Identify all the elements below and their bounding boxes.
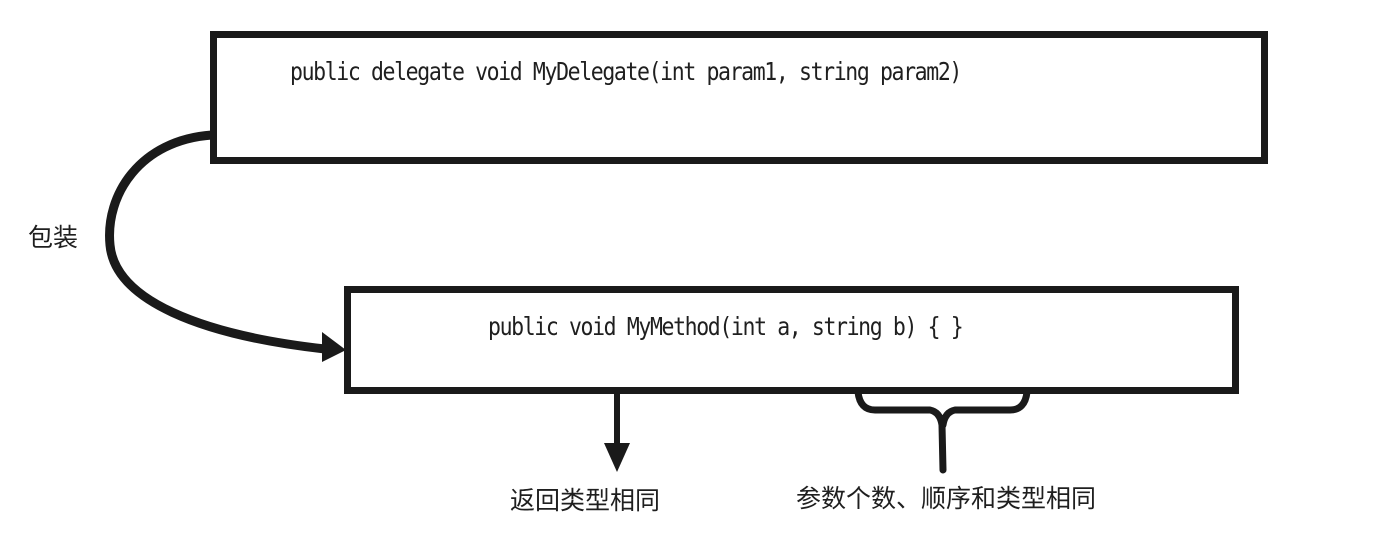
return-type-arrowhead-icon bbox=[604, 443, 630, 472]
method-declaration-code: public void MyMethod(int a, string b) { … bbox=[488, 312, 964, 341]
method-declaration-box bbox=[344, 286, 1239, 394]
wrap-label: 包装 bbox=[28, 223, 79, 252]
parameters-label: 参数个数、顺序和类型相同 bbox=[796, 484, 1097, 513]
return-type-label: 返回类型相同 bbox=[510, 486, 661, 515]
wrap-arrowhead-icon bbox=[322, 332, 346, 362]
parameters-brace bbox=[853, 354, 1032, 474]
delegate-declaration-box bbox=[210, 31, 1268, 164]
delegate-declaration-code: public delegate void MyDelegate(int para… bbox=[290, 57, 962, 86]
wrap-curve-arrow bbox=[105, 130, 330, 354]
